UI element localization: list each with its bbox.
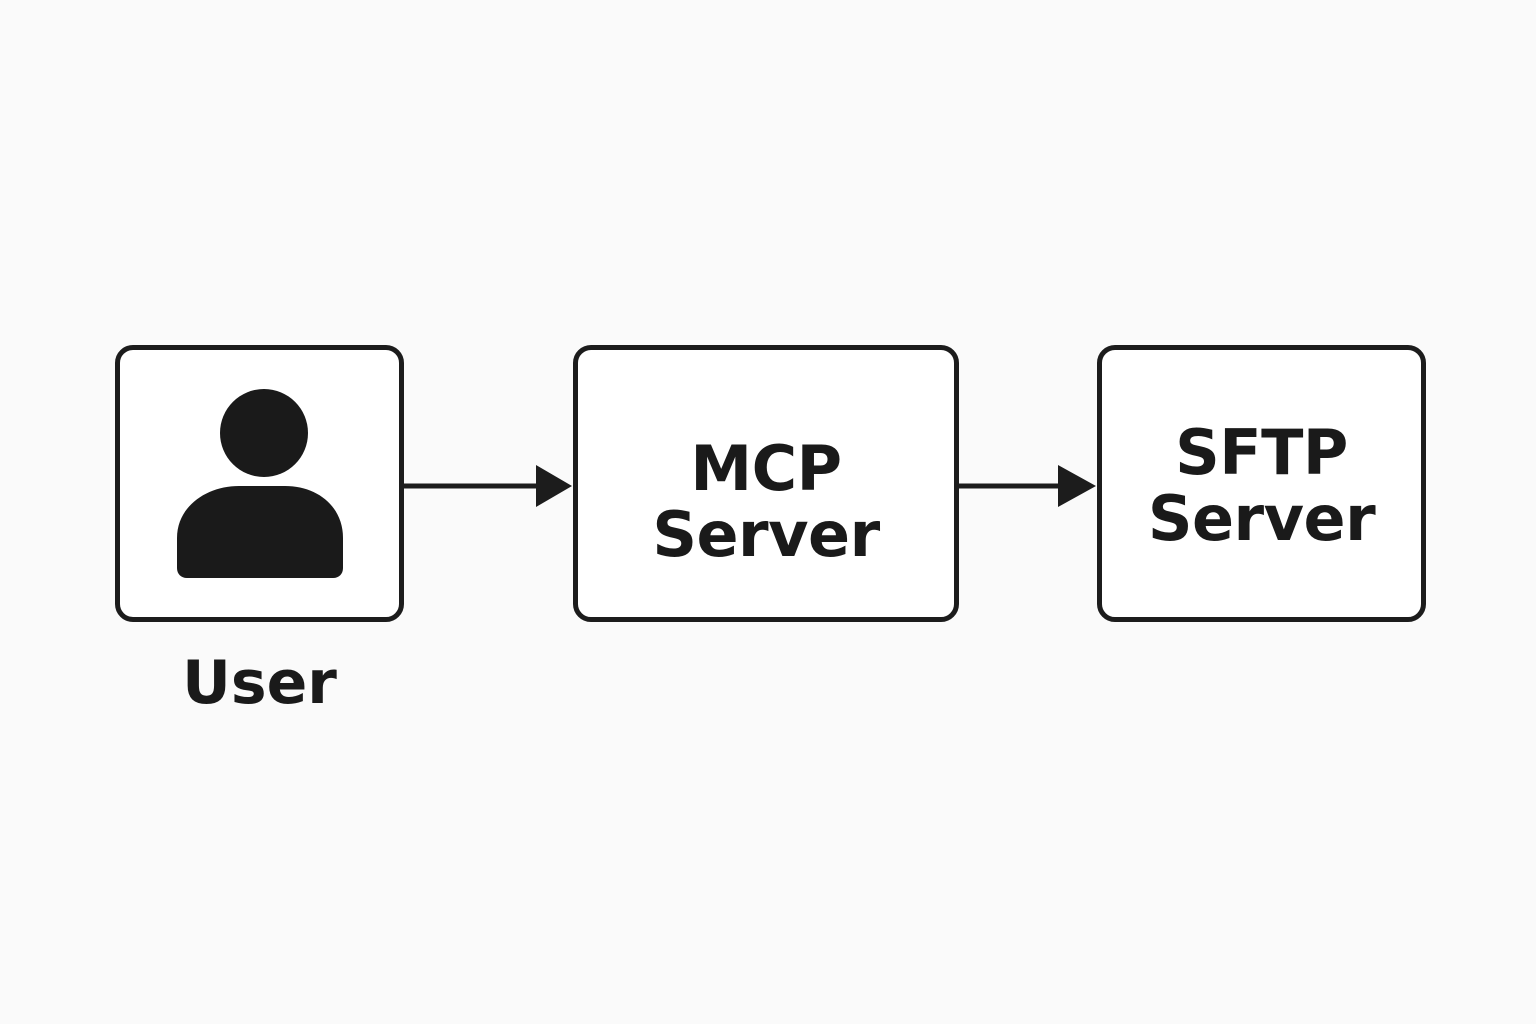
- user-icon: [177, 389, 343, 578]
- mcp-server-label-line1: MCP: [690, 432, 842, 505]
- user-node: [115, 345, 404, 622]
- sftp-server-label-line2: Server: [1147, 482, 1376, 555]
- user-label: User: [182, 648, 337, 718]
- mcp-server-label-line2: Server: [652, 498, 880, 571]
- arrow-mcp-to-sftp: [959, 465, 1096, 507]
- arrow-user-to-mcp: [404, 465, 572, 507]
- mcp-server-node: MCP Server: [573, 345, 959, 622]
- sftp-server-label: SFTP Server: [1102, 420, 1421, 552]
- sftp-server-node: SFTP Server: [1097, 345, 1426, 622]
- mcp-server-label: MCP Server: [578, 436, 954, 568]
- sftp-server-label-line1: SFTP: [1175, 416, 1348, 489]
